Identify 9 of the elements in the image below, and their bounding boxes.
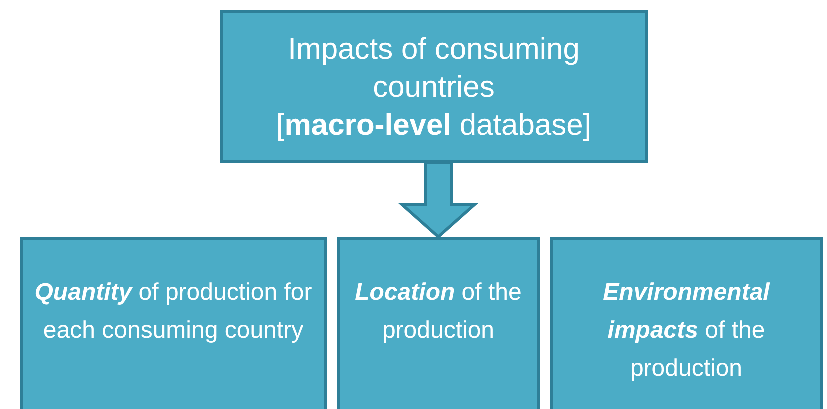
box-text: [macro-level database] — [275, 108, 593, 144]
box-text: Location of the production — [354, 278, 523, 346]
process-box — [550, 237, 823, 409]
box-text: Environmental impacts of the production — [602, 278, 772, 384]
process-box — [220, 10, 648, 163]
block-arrow — [398, 162, 478, 239]
box-text: Quantity of production for each consuming country — [34, 278, 314, 346]
process-box — [337, 237, 540, 409]
process-box — [20, 237, 327, 409]
